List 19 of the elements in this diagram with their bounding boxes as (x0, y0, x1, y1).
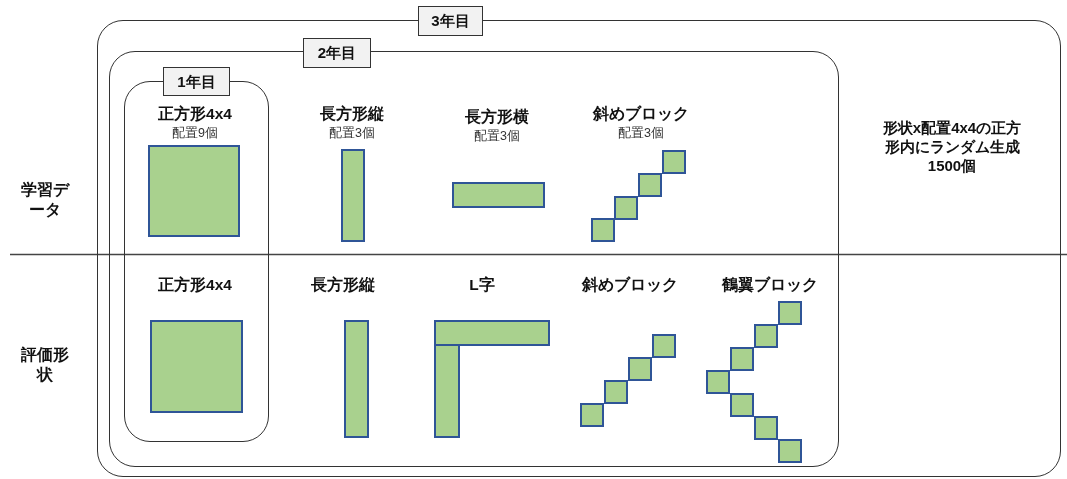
placement-count: 配置3個 (329, 126, 375, 141)
shape-title: 長方形縦 (311, 276, 375, 294)
year-tab: 2年目 (303, 38, 371, 68)
shape-title: 正方形4x4 (158, 105, 232, 123)
shape-title: 正方形4x4 (158, 276, 232, 294)
row-label: 学習データ (21, 180, 69, 221)
shape-title: 長方形縦 (320, 105, 384, 123)
year-tab: 1年目 (163, 67, 230, 96)
row-label: 評価形状 (21, 345, 69, 386)
shape-title: L字 (469, 276, 495, 294)
placement-count: 配置3個 (474, 129, 520, 144)
placement-count: 配置3個 (618, 126, 664, 141)
shape-title: 斜めブロック (593, 105, 689, 123)
placement-count: 配置9個 (172, 126, 218, 141)
year-tab: 3年目 (418, 6, 483, 36)
shape-title: 斜めブロック (582, 276, 678, 294)
description-text: 形状x配置4x4の正方形内にランダム生成1500個 (881, 119, 1023, 176)
shape-title: 長方形横 (465, 108, 529, 126)
shape-title: 鶴翼ブロック (722, 276, 818, 294)
